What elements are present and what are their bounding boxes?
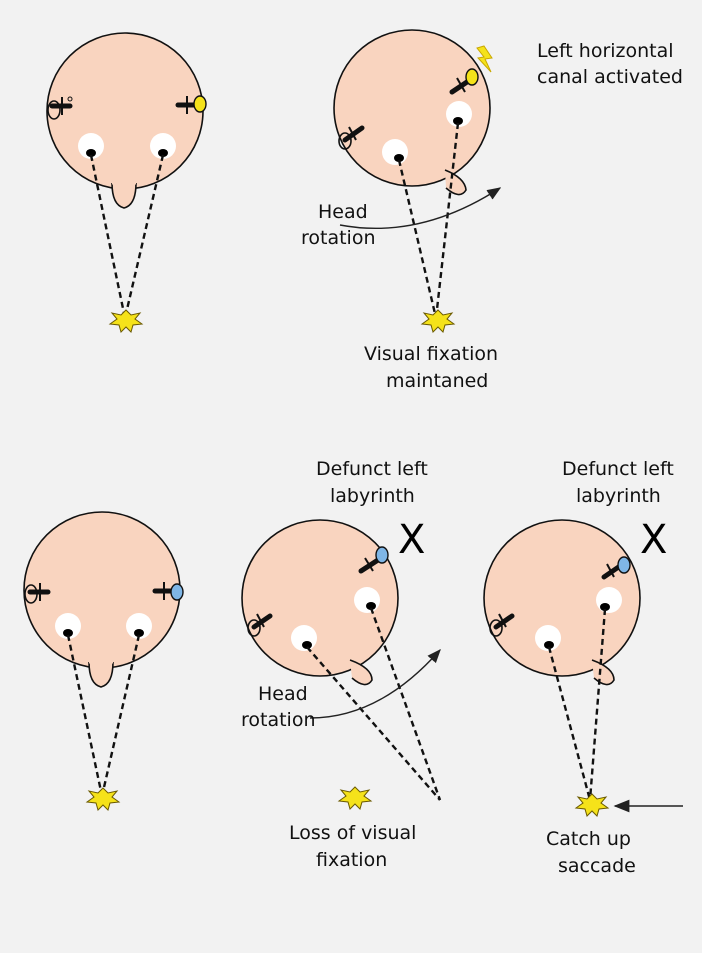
panel-defunct-still — [24, 512, 183, 810]
eye-left — [291, 625, 317, 651]
eye-right — [596, 587, 622, 613]
panel-catch-up-saccade: Defunct left labyrinth X Catch up saccad… — [484, 458, 683, 877]
star-burst-icon — [87, 788, 119, 810]
label-head-rotation-bottom-2: rotation — [241, 709, 316, 731]
label-fixation-1: Visual fixation — [364, 343, 498, 365]
label-loss-fixation-2: fixation — [316, 849, 387, 871]
label-fixation-2: maintaned — [386, 370, 488, 392]
eye-left — [535, 625, 561, 651]
label-defunct-a-2: labyrinth — [330, 485, 415, 507]
star-burst-icon — [422, 310, 454, 332]
label-catch-up-1: Catch up — [546, 828, 631, 850]
eye-left — [382, 139, 408, 165]
label-loss-fixation-1: Loss of visual — [289, 822, 416, 844]
panel-rotation-normal: Left horizontal canal activated Head rot… — [301, 30, 683, 392]
label-head-rotation-top-2: rotation — [301, 227, 376, 249]
label-left-canal-1: Left horizontal — [537, 40, 674, 62]
eye-right — [354, 587, 380, 613]
label-defunct-a-1: Defunct left — [316, 458, 428, 480]
panel-defunct-rotation: Defunct left labyrinth X Head rotation L… — [241, 458, 440, 871]
head — [24, 512, 180, 687]
star-burst-icon — [110, 310, 142, 332]
label-defunct-b-2: labyrinth — [576, 485, 661, 507]
label-left-canal-2: canal activated — [537, 66, 683, 88]
label-head-rotation-bottom-1: Head — [258, 683, 308, 705]
x-mark-b: X — [640, 517, 667, 563]
label-catch-up-2: saccade — [558, 855, 636, 877]
star-burst-icon — [576, 794, 608, 816]
panel-normal — [47, 33, 206, 332]
star-burst-icon — [339, 787, 371, 809]
gaze-line — [371, 608, 440, 800]
label-defunct-b-1: Defunct left — [562, 458, 674, 480]
label-head-rotation-top-1: Head — [318, 201, 368, 223]
head — [47, 33, 203, 208]
eye-right — [446, 101, 472, 127]
x-mark-a: X — [398, 517, 425, 563]
